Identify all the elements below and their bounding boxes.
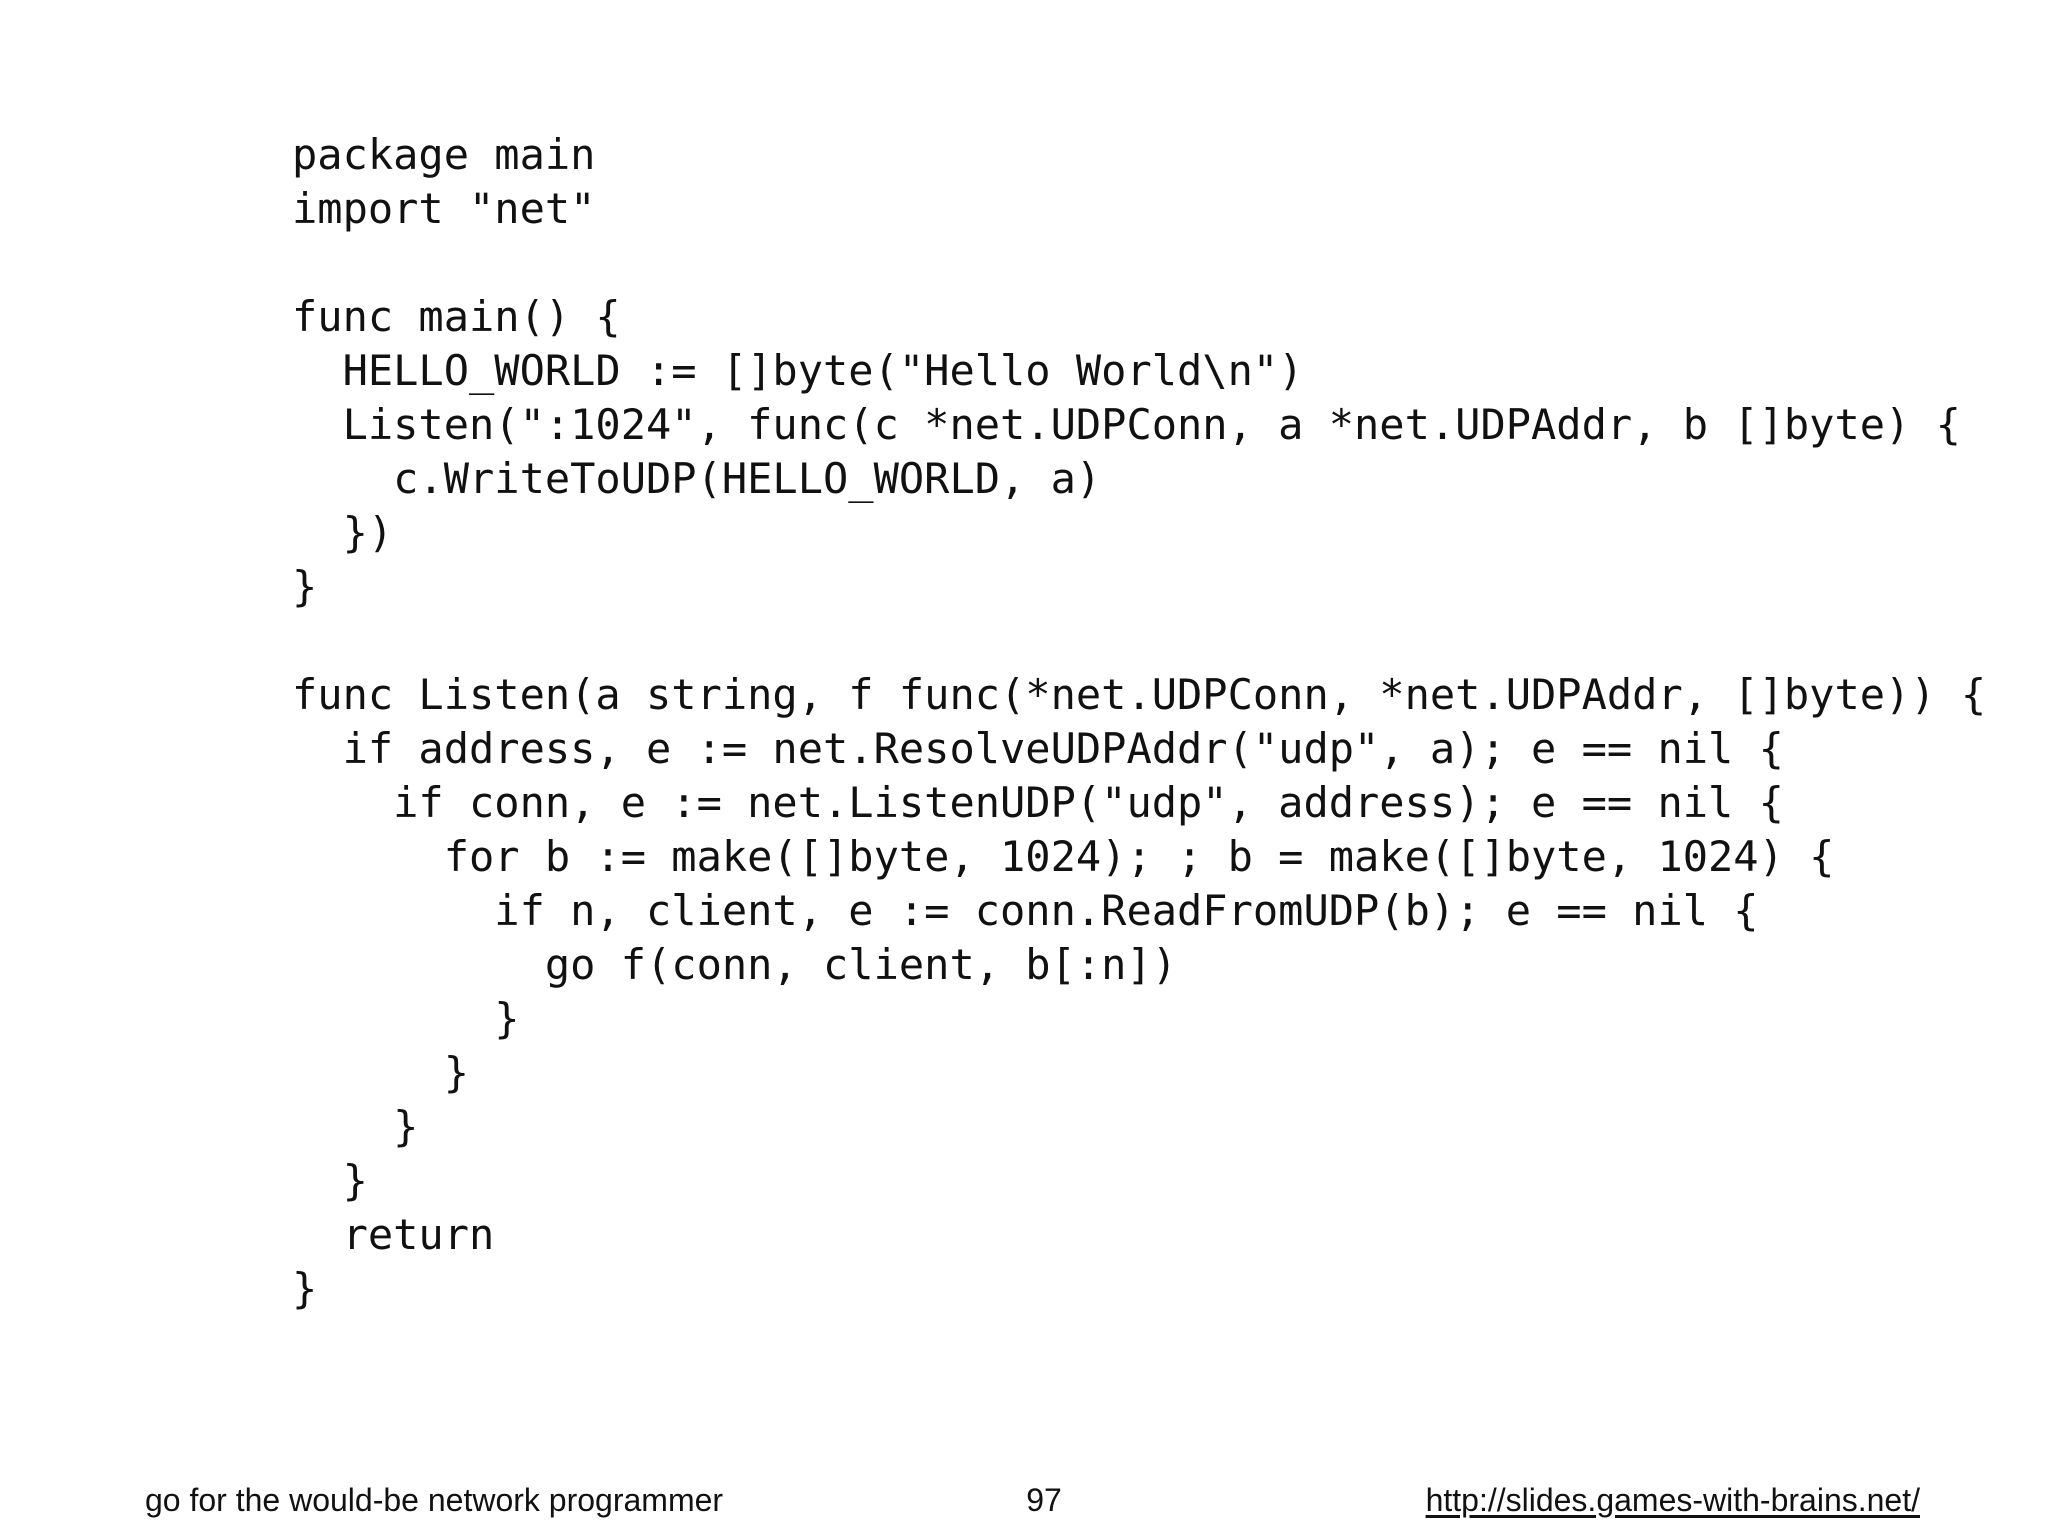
- code-line: Listen(":1024", func(c *net.UDPConn, a *…: [292, 400, 1961, 449]
- code-line: func Listen(a string, f func(*net.UDPCon…: [292, 670, 1987, 719]
- code-line: func main() {: [292, 292, 621, 341]
- code-line: }: [292, 1156, 368, 1205]
- code-line: go f(conn, client, b[:n]): [292, 940, 1178, 989]
- code-line: c.WriteToUDP(HELLO_WORLD, a): [292, 454, 1102, 503]
- footer-url-container: http://slides.games-with-brains.net/: [1360, 1478, 1920, 1522]
- code-line: if address, e := net.ResolveUDPAddr("udp…: [292, 724, 1784, 773]
- code-line: }): [292, 508, 394, 557]
- code-line: for b := make([]byte, 1024); ; b = make(…: [292, 832, 1835, 881]
- code-line: }: [292, 1102, 419, 1151]
- code-line: }: [292, 562, 318, 611]
- code-line: return: [292, 1210, 495, 1259]
- footer-title: go for the would-be network programmer: [145, 1482, 724, 1518]
- code-line: }: [292, 1264, 318, 1313]
- code-line: if n, client, e := conn.ReadFromUDP(b); …: [292, 886, 1759, 935]
- slide-number: 97: [1026, 1482, 1062, 1518]
- code-block: package main import "net" func main() { …: [292, 128, 2012, 1348]
- code-line: }: [292, 994, 520, 1043]
- code-line: }: [292, 1048, 470, 1097]
- footer-url-link[interactable]: http://slides.games-with-brains.net/: [1425, 1482, 1920, 1518]
- code-line: if conn, e := net.ListenUDP("udp", addre…: [292, 778, 1784, 827]
- code-line: package main: [292, 130, 596, 179]
- code-line: import "net": [292, 184, 596, 233]
- code-line: HELLO_WORLD := []byte("Hello World\n"): [292, 346, 1304, 395]
